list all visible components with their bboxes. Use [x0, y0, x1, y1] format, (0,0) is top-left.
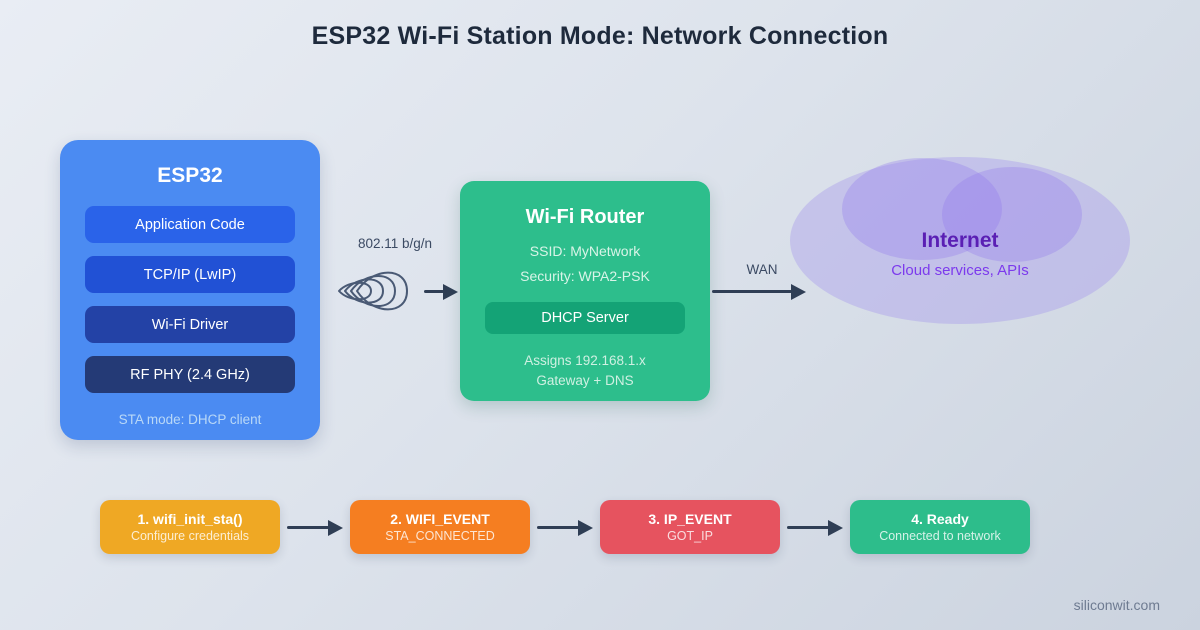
flow-step-subtitle: GOT_IP	[667, 529, 713, 543]
page-title: ESP32 Wi-Fi Station Mode: Network Connec…	[311, 22, 889, 50]
esp32-device-box: ESP32 Application Code TCP/IP (LwIP) Wi-…	[60, 140, 320, 440]
flow-step-ip-event: 3. IP_EVENT GOT_IP	[600, 500, 780, 554]
arrow-step3-to-step4	[787, 526, 829, 529]
router-assigns-caption: Assigns 192.168.1.x	[524, 353, 646, 368]
wifi-router-box: Wi-Fi Router SSID: MyNetwork Security: W…	[460, 181, 710, 401]
router-ssid: SSID: MyNetwork	[529, 243, 641, 259]
flow-step-subtitle: STA_CONNECTED	[385, 529, 495, 543]
flow-step-wifi-event: 2. WIFI_EVENT STA_CONNECTED	[350, 500, 530, 554]
router-security: Security: WPA2-PSK	[520, 268, 650, 284]
flow-step-wifi-init: 1. wifi_init_sta() Configure credentials	[100, 500, 280, 554]
arrow-router-to-internet	[712, 290, 792, 293]
flow-step-title: 3. IP_EVENT	[648, 511, 732, 527]
flow-step-ready: 4. Ready Connected to network	[850, 500, 1030, 554]
esp32-box-title: ESP32	[157, 164, 223, 187]
esp32-mode-caption: STA mode: DHCP client	[118, 412, 262, 427]
dhcp-server-box: DHCP Server	[485, 302, 685, 334]
internet-cloud-left-lobe	[842, 158, 1002, 260]
arrow-device-to-router	[424, 290, 444, 293]
flow-step-title: 2. WIFI_EVENT	[390, 511, 490, 527]
flow-step-title: 1. wifi_init_sta()	[137, 511, 243, 527]
watermark: siliconwit.com	[1073, 597, 1160, 613]
esp32-layer-application-code: Application Code	[85, 206, 295, 243]
arrow-step1-to-step2	[287, 526, 329, 529]
esp32-layer-rf-phy: RF PHY (2.4 GHz)	[85, 356, 295, 393]
flow-step-subtitle: Connected to network	[879, 529, 1001, 543]
flow-step-subtitle: Configure credentials	[130, 529, 250, 543]
flow-step-title: 4. Ready	[911, 511, 969, 527]
wan-label: WAN	[746, 262, 778, 277]
internet-cloud-right-lobe	[942, 167, 1082, 262]
internet-title: Internet	[921, 229, 999, 252]
internet-subtitle: Cloud services, APIs	[891, 262, 1029, 279]
radio-waves-icon	[338, 271, 408, 311]
wireless-standard-label: 802.11 b/g/n	[357, 236, 433, 251]
router-box-title: Wi-Fi Router	[525, 206, 645, 228]
esp32-layer-tcpip: TCP/IP (LwIP)	[85, 256, 295, 293]
arrow-step2-to-step3	[537, 526, 579, 529]
internet-cloud-base	[790, 157, 1130, 324]
esp32-layer-wifi-driver: Wi-Fi Driver	[85, 306, 295, 343]
router-gateway-caption: Gateway + DNS	[536, 373, 634, 388]
